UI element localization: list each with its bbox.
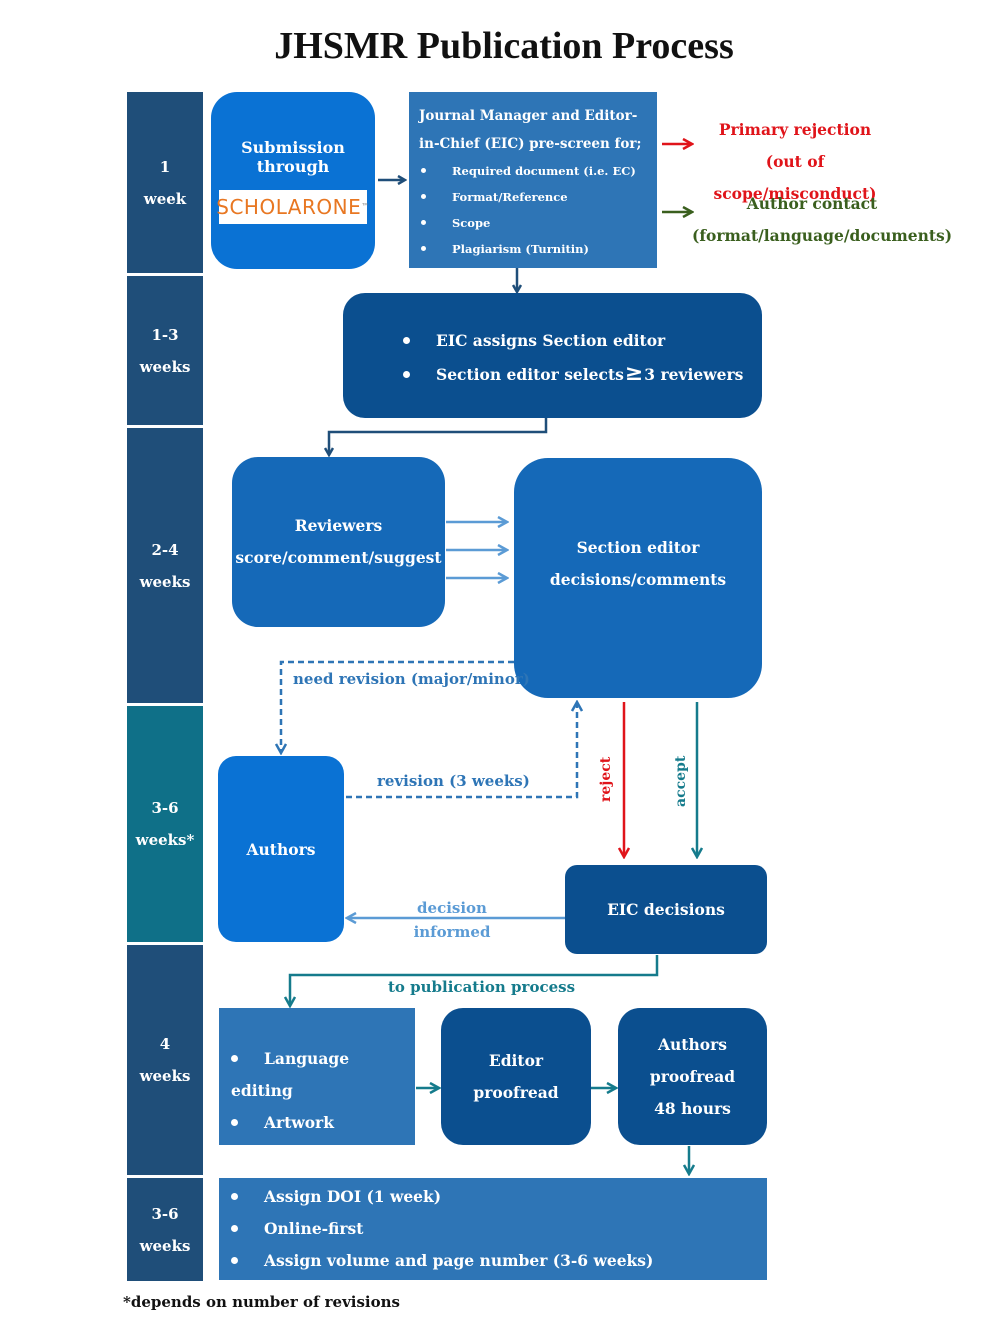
timeline-unit: week	[143, 189, 187, 208]
list-item: Assign volume and page number (3-6 weeks…	[231, 1245, 767, 1277]
list-item: Scope	[419, 210, 649, 236]
timeline-weeks-4: 4 weeks	[127, 945, 203, 1175]
authors-box: Authors	[218, 756, 344, 942]
timeline-value: 2-4	[151, 540, 179, 559]
bullet-icon	[421, 220, 426, 225]
arrow-revision-return	[346, 702, 577, 799]
authors-proofread-box: Authors proofread 48 hours	[618, 1008, 767, 1145]
timeline-week-1: 1 week	[127, 92, 203, 273]
list-item: Artwork	[231, 1107, 415, 1139]
bullet-icon	[403, 371, 410, 378]
bullet-icon	[231, 1055, 238, 1062]
bullet-icon	[231, 1257, 238, 1264]
list-item: Assign DOI (1 week)	[231, 1181, 767, 1213]
bullet-icon	[231, 1225, 238, 1232]
reviewers-box: Reviewers score/comment/suggest	[232, 457, 445, 627]
prescreen-list: Required document (i.e. EC) Format/Refer…	[419, 158, 649, 262]
reject-label: reject	[598, 756, 614, 802]
timeline-value: 1	[159, 157, 171, 176]
final-publication-box: Assign DOI (1 week) Online-first Assign …	[219, 1178, 767, 1280]
timeline-weeks-2-4: 2-4 weeks	[127, 428, 203, 703]
section-editor-box: Section editor decisions/comments	[514, 458, 762, 698]
timeline-weeks-1-3: 1-3 weeks	[127, 276, 203, 425]
bullet-icon	[421, 168, 426, 173]
timeline-value: 3-6	[151, 1204, 179, 1223]
timeline-weeks-3-6-final: 3-6 weeks	[127, 1178, 203, 1281]
bullet-icon	[231, 1119, 238, 1126]
footnote: *depends on number of revisions	[123, 1293, 400, 1311]
timeline-value: 3-6	[151, 799, 179, 817]
submission-label: Submission through	[241, 137, 345, 176]
timeline-weeks-3-6-revision: 3-6 weeks*	[127, 706, 203, 942]
timeline-unit: weeks	[139, 357, 191, 376]
primary-rejection-label: Primary rejection (out of scope/miscondu…	[713, 120, 877, 203]
list-item: Required document (i.e. EC)	[419, 158, 649, 184]
assign-editor-box: EIC assigns Section editor Section edito…	[343, 293, 762, 418]
list-item: Plagiarism (Turnitin)	[419, 236, 649, 262]
author-contact-label: Author contact (format/language/document…	[692, 194, 953, 245]
prescreen-heading: Journal Manager and Editor-in-Chief (EIC…	[419, 108, 642, 152]
revision-label: revision (3 weeks)	[377, 772, 530, 790]
bullet-icon	[421, 246, 426, 251]
scholarone-logo-text: SCHOLARONE	[216, 194, 362, 219]
to-publication-label: to publication process	[388, 978, 576, 996]
bullet-icon	[421, 194, 426, 199]
timeline-unit: weeks	[139, 1067, 191, 1085]
list-item: Language editing	[231, 1049, 350, 1100]
arrow-to-publication	[290, 955, 659, 1006]
timeline-value: 1-3	[151, 325, 179, 344]
page-title: JHSMR Publication Process	[274, 25, 734, 67]
need-revision-label: need revision (major/minor)	[293, 670, 530, 688]
arrow-need-revision	[281, 660, 514, 753]
arrow-assign-to-reviewers	[329, 418, 548, 455]
list-item: Online-first	[231, 1213, 767, 1245]
list-item: EIC assigns Section editor	[403, 324, 762, 357]
decision-informed-label: decision informed	[413, 899, 491, 941]
eic-decisions-box: EIC decisions	[565, 865, 767, 954]
editing-box: Language editing Artwork	[219, 1008, 415, 1145]
timeline-unit: weeks	[139, 1236, 191, 1255]
list-item: Section editor selects≥3 reviewers	[403, 357, 762, 391]
timeline-unit: weeks	[139, 572, 191, 591]
timeline-unit: weeks*	[135, 831, 195, 849]
timeline-value: 4	[159, 1035, 171, 1053]
scholarone-logo-tm: ™	[361, 202, 370, 211]
prescreen-box: Journal Manager and Editor-in-Chief (EIC…	[409, 92, 657, 268]
bullet-icon	[403, 337, 410, 344]
editor-proofread-box: Editor proofread	[441, 1008, 591, 1145]
list-item: Format/Reference	[419, 184, 649, 210]
accept-label: accept	[673, 755, 689, 807]
bullet-icon	[231, 1193, 238, 1200]
